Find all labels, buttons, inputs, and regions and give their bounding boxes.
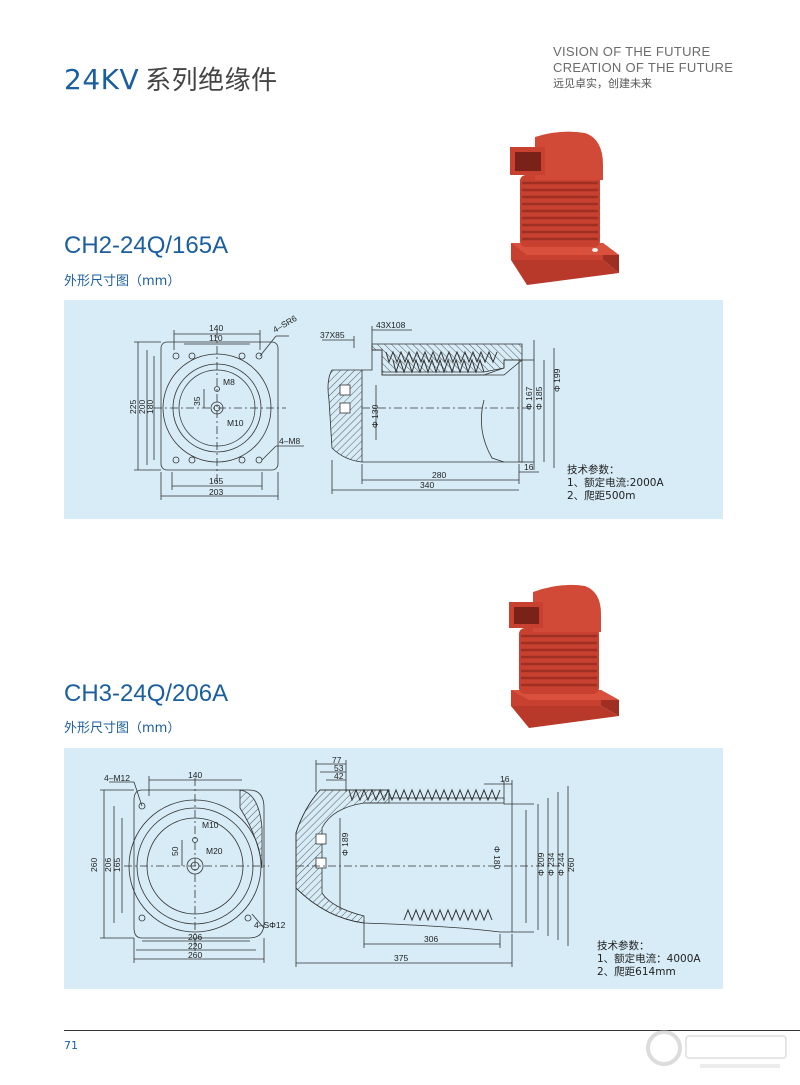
p2-param-2: 2、爬距614mm [597, 966, 676, 978]
p1-dim-phi199: Φ 199 [552, 368, 562, 392]
p2-dim-4m12: 4–M12 [104, 773, 130, 783]
p2-dim-53: 53 [334, 763, 344, 773]
product2-params: 技术参数： 1、额定电流：4000A 2、爬距614mm [597, 940, 701, 979]
page-title-en: 24KV [64, 63, 140, 96]
footer-divider [64, 1030, 800, 1031]
slogan-line3: 远见卓实，创建未来 [553, 78, 652, 90]
p1-dim-4m8: 4–M8 [279, 436, 301, 446]
p2-dim-phi209: Φ 209 [536, 852, 546, 876]
p2-dim-260: 260 [188, 950, 202, 960]
slogan: VISION OF THE FUTURE CREATION OF THE FUT… [553, 44, 733, 92]
p2-dim-16: 16 [500, 774, 510, 784]
p2-dim-phi189: Φ 189 [340, 832, 350, 856]
p2-dim-165v: 165 [112, 858, 122, 872]
product1-photo [510, 131, 619, 285]
p2-dim-206: 206 [188, 932, 202, 942]
product1-model: CH2-24Q/165A [64, 232, 229, 259]
p2-dim-m20: M20 [206, 846, 223, 856]
page-number: 71 [64, 1039, 78, 1052]
p1-dim-140: 140 [209, 323, 223, 333]
p1-param-2: 2、爬距500m [567, 490, 636, 502]
product2-drawing: 4–M12 140 260 206 165 M10 50 M20 4–SΦ12 … [89, 755, 576, 967]
p1-dim-280: 280 [432, 470, 446, 480]
slogan-line2: CREATION OF THE FUTURE [553, 60, 734, 75]
p2-params-title: 技术参数： [597, 940, 650, 952]
p1-dim-sr6: 4–SR6 [271, 313, 299, 335]
p2-dim-206v: 206 [103, 858, 113, 872]
p1-dim-200: 200 [137, 400, 147, 414]
p2-dim-phi234: Φ 234 [546, 852, 556, 876]
p1-dim-203: 203 [209, 487, 223, 497]
p2-dim-306: 306 [424, 934, 438, 944]
product2-photo [509, 584, 619, 728]
p2-dim-77: 77 [332, 755, 342, 765]
p2-dim-220: 220 [188, 941, 202, 951]
p1-dim-16: 16 [524, 462, 534, 472]
product1-params: 技术参数： 1、额定电流:2000A 2、爬距500m [567, 464, 664, 503]
product1-subtitle: 外形尺寸图（mm） [64, 274, 181, 289]
p1-params-title: 技术参数： [567, 464, 620, 476]
p1-dim-43x108: 43X108 [376, 320, 406, 330]
p1-dim-phi185: Φ 185 [534, 386, 544, 410]
p2-param-1: 1、额定电流：4000A [597, 953, 701, 965]
p1-param-1: 1、额定电流:2000A [567, 477, 664, 489]
p1-dim-phi167: Φ 167 [524, 386, 534, 410]
p2-dim-4sphi12: 4–SΦ12 [254, 920, 286, 930]
p1-dim-m10: M10 [227, 418, 244, 428]
product2-drawing-panel: 4–M12 140 260 206 165 M10 50 M20 4–SΦ12 … [64, 748, 723, 989]
p2-dim-42: 42 [334, 771, 344, 781]
p1-dim-165: 165 [209, 476, 223, 486]
p1-dim-340: 340 [420, 480, 434, 490]
watermark-logo-icon [646, 1030, 787, 1068]
p2-dim-m10: M10 [202, 820, 219, 830]
p2-dim-260h: 260 [566, 858, 576, 872]
p1-dim-phi130: Φ 130 [370, 404, 380, 428]
p1-dim-37x85: 37X85 [320, 330, 345, 340]
p2-dim-260v: 260 [89, 858, 99, 872]
product1-drawing: 140 110 4–SR6 225 200 180 M8 35 M10 4–M8… [128, 313, 562, 500]
p1-dim-m8: M8 [223, 377, 235, 387]
product2-model: CH3-24Q/206A [64, 680, 229, 707]
page-title-cn: 系列绝缘件 [145, 66, 278, 96]
p2-dim-phi180: Φ 180 [492, 846, 502, 870]
p1-dim-35: 35 [192, 396, 202, 406]
product1-drawing-panel: 140 110 4–SR6 225 200 180 M8 35 M10 4–M8… [64, 300, 723, 519]
p2-dim-phi244: Φ 244 [556, 852, 566, 876]
p1-dim-225: 225 [128, 400, 138, 414]
slogan-line1: VISION OF THE FUTURE [553, 44, 711, 59]
p2-dim-50: 50 [170, 846, 180, 856]
p1-dim-110: 110 [209, 333, 223, 343]
p2-dim-375: 375 [394, 953, 408, 963]
p1-dim-180: 180 [145, 400, 155, 414]
p2-dim-140: 140 [188, 770, 202, 780]
product2-subtitle: 外形尺寸图（mm） [64, 721, 181, 736]
